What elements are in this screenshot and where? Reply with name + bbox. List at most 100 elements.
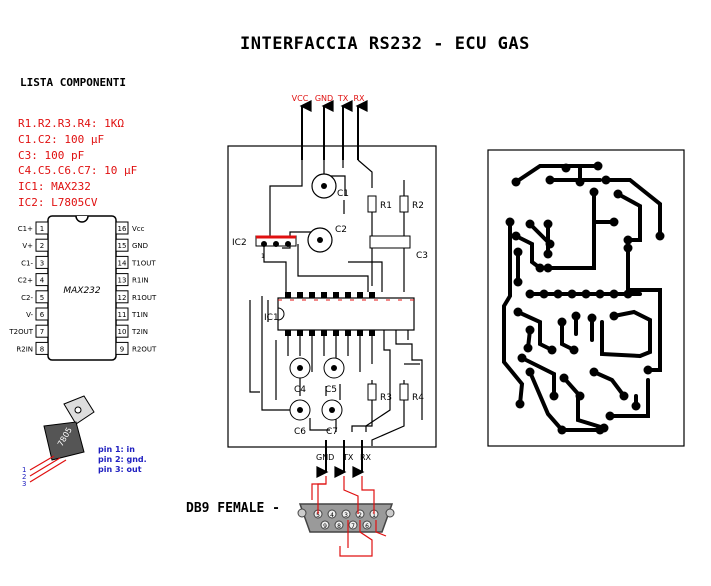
pcb-pad <box>567 289 577 299</box>
pcb-pad <box>513 307 523 317</box>
label-c1: C1 <box>337 189 349 199</box>
label-c7: C7 <box>326 427 338 437</box>
max232-pin-number: 3 <box>40 259 44 267</box>
pcb-pad <box>559 373 569 383</box>
ic1-pin <box>297 292 303 298</box>
db9-pin-number: 7 <box>351 523 355 530</box>
max232-pin-number: 6 <box>40 311 45 319</box>
max232-pin-box <box>115 290 129 304</box>
pcb-pad <box>595 289 605 299</box>
pcb-pad <box>535 263 545 273</box>
max232-pin-number: 12 <box>118 294 127 302</box>
label-c5: C5 <box>325 385 337 395</box>
pcb-pad <box>523 343 533 353</box>
max232-pin-number: 11 <box>118 311 127 319</box>
max232-pin-label: C1- <box>21 259 33 267</box>
connector-tx-label: TX <box>337 94 349 103</box>
pcb-layout <box>487 149 685 447</box>
pcb-pad <box>631 401 641 411</box>
max232-pin-label: T2IN <box>131 328 148 336</box>
schematic-traces <box>249 159 423 446</box>
max232-pin-label: R2IN <box>16 345 33 353</box>
max232-pin-box <box>115 273 129 287</box>
max232-pin-number: 4 <box>40 277 45 285</box>
max232-pin-label: T1OUT <box>131 259 156 267</box>
max232-pin-box <box>35 255 49 269</box>
ic1-pin <box>369 292 375 298</box>
pcb-pad <box>569 345 579 355</box>
label-r2: R2 <box>412 201 424 211</box>
db9-pin-number: 6 <box>365 523 369 530</box>
max232-pin-label: R2OUT <box>132 345 157 353</box>
db9-pin <box>334 520 344 530</box>
max232-pin-number: 8 <box>40 345 44 353</box>
label-ic1: IC1 <box>264 313 279 323</box>
db9-screw <box>297 508 307 518</box>
max232-pin-number: 2 <box>40 242 44 250</box>
ic2-pin <box>261 241 267 247</box>
pcb-pad <box>623 289 633 299</box>
label-c6: C6 <box>294 427 306 437</box>
max232-pin-number: 14 <box>118 259 127 267</box>
pcb-pad <box>511 177 521 187</box>
ic1-pin <box>357 330 363 336</box>
pcb-pad <box>525 367 535 377</box>
db9-pin <box>341 509 351 519</box>
max232-pin-box <box>35 290 49 304</box>
label-ic2: IC2 <box>232 238 247 248</box>
max232-pin-box <box>115 307 129 321</box>
board-outline <box>227 145 437 448</box>
label-c3: C3 <box>416 251 428 261</box>
pcb-pad <box>587 313 597 323</box>
max232-pin-number: 10 <box>118 328 127 336</box>
pcb-pad <box>571 311 581 321</box>
regulator-hole <box>74 406 82 414</box>
regulator-pin-desc: pin 1: in <box>98 445 135 454</box>
regulator-body <box>43 421 85 461</box>
max232-pin-label: C1+ <box>18 225 33 233</box>
resistor-r1 <box>367 195 377 213</box>
pcb-pad <box>539 289 549 299</box>
label-r3: R3 <box>380 393 392 403</box>
pcb-pad <box>517 353 527 363</box>
ic1-body <box>277 297 415 331</box>
ic1-pin <box>345 330 351 336</box>
max232-pin-number: 15 <box>118 242 127 250</box>
ic1-pin <box>297 330 303 336</box>
component-item: IC2: L7805CV <box>18 195 98 209</box>
label-c2: C2 <box>335 225 347 235</box>
resistor-r4 <box>399 383 409 401</box>
max232-pin-box <box>115 324 129 338</box>
pcb-pad <box>581 289 591 299</box>
regulator-pin-number: 1 <box>22 466 26 474</box>
pcb-pad <box>589 187 599 197</box>
max232-pin-label: V+ <box>22 242 33 250</box>
pcb-pad <box>513 277 523 287</box>
pcb-pad <box>613 189 623 199</box>
pcb-pad <box>643 365 653 375</box>
db9-label: DB9 FEMALE - <box>186 501 280 516</box>
ic1-pin <box>321 292 327 298</box>
regulator-pin-number: 3 <box>22 480 26 488</box>
resistor-r2 <box>399 195 409 213</box>
max232-pin-label: C2- <box>21 294 33 302</box>
max232-pin-box <box>35 307 49 321</box>
max232-pin-box <box>115 255 129 269</box>
db9-pin-number: 9 <box>323 523 327 530</box>
regulator-lead <box>29 459 67 483</box>
regulator-pin-desc: pin 3: out <box>98 465 142 474</box>
ic1-pin <box>285 292 291 298</box>
max232-pin-number: 5 <box>40 294 44 302</box>
label-r1: R1 <box>380 201 392 211</box>
ic1-pin <box>285 330 291 336</box>
max232-pin-number: 9 <box>120 345 124 353</box>
label-ic2-pin1: 1 <box>261 253 265 260</box>
max232-pin-box <box>35 324 49 338</box>
max232-pin-box <box>115 341 129 355</box>
ic2-pin <box>273 241 279 247</box>
ic1-pin <box>333 330 339 336</box>
max232-pin-label: Vcc <box>132 225 145 233</box>
